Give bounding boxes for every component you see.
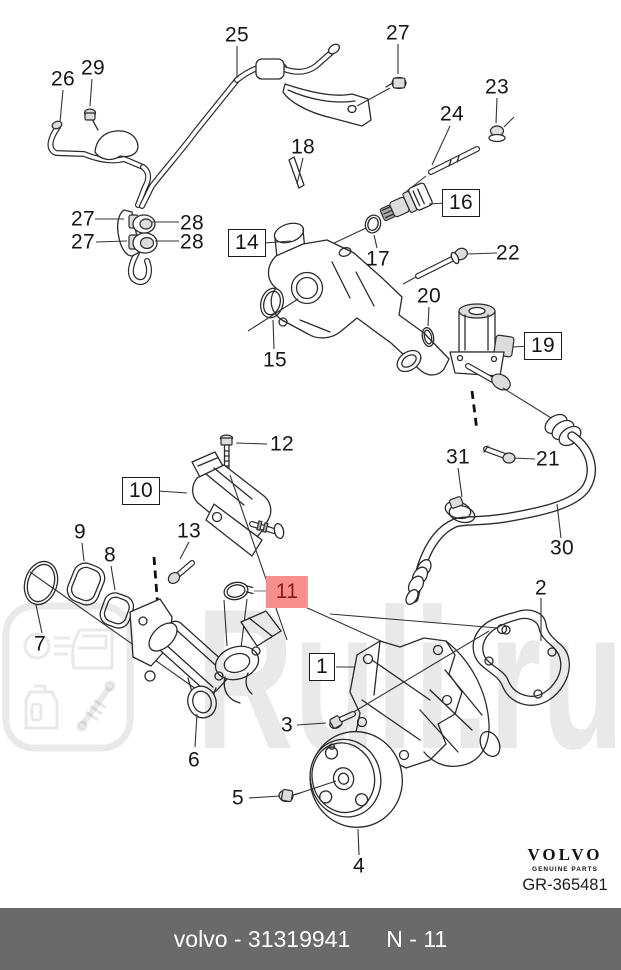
pipe-25-bracket — [234, 43, 407, 127]
callout-27[interactable]: 27 — [386, 21, 410, 45]
egr-cooler-6 — [129, 598, 232, 719]
callout-3[interactable]: 3 — [281, 713, 293, 737]
callout-8[interactable]: 8 — [104, 543, 116, 567]
callout-23[interactable]: 23 — [485, 75, 509, 99]
brand-block: VOLVO GENUINE PARTS GR-365481 — [503, 845, 621, 895]
bolt-22 — [402, 247, 468, 285]
oring-17 — [364, 214, 382, 234]
shock-absorber-icon — [76, 680, 116, 732]
callout-19[interactable]: 19 — [524, 332, 562, 360]
callout-9[interactable]: 9 — [74, 520, 86, 544]
headlight-icon — [23, 632, 72, 660]
callout-17[interactable]: 17 — [366, 247, 390, 271]
footer-page-ref: N - 11 — [386, 925, 448, 952]
footer-part-number: volvo - 31319941 — [173, 925, 351, 952]
thermostat-housing-14 — [267, 222, 450, 376]
callout-12[interactable]: 12 — [270, 432, 294, 456]
bolt-29 — [83, 108, 99, 131]
callout-18[interactable]: 18 — [291, 135, 315, 159]
oring-15 — [259, 287, 285, 319]
diagram-line-art: Ruli.ru — [2, 43, 621, 856]
coolant-pipe-assembly — [47, 77, 240, 285]
oring-20 — [421, 326, 435, 348]
pin-18 — [288, 156, 305, 189]
cap-nut-23 — [488, 116, 515, 143]
coolant-valve-19 — [449, 303, 557, 422]
callout-4[interactable]: 4 — [353, 854, 365, 878]
pipe-mount-bracket — [282, 83, 372, 127]
car-door-icon — [71, 628, 114, 670]
wedge-bracket — [240, 610, 282, 647]
callout-24[interactable]: 24 — [440, 102, 464, 126]
callout-31[interactable]: 31 — [446, 445, 470, 469]
oring-11 — [223, 581, 254, 601]
hose-clamp-31 — [444, 496, 476, 524]
bolt-27-top — [385, 76, 407, 90]
callout-28[interactable]: 28 — [180, 230, 204, 254]
callout-16[interactable]: 16 — [442, 189, 480, 217]
callout-22[interactable]: 22 — [496, 241, 520, 265]
oil-canister-icon — [24, 684, 59, 730]
pipe-bracket-29 — [94, 130, 139, 161]
callout-11[interactable]: 11 — [265, 576, 309, 608]
coolant-pipe-flange — [214, 645, 261, 704]
callout-27[interactable]: 27 — [71, 207, 95, 231]
hose-30 — [405, 413, 596, 605]
callout-30[interactable]: 30 — [550, 536, 574, 560]
genuine-parts-label: GENUINE PARTS — [532, 866, 598, 873]
callout-26[interactable]: 26 — [51, 67, 75, 91]
seal-ring-7 — [23, 560, 59, 606]
pipe-end-26 — [51, 120, 63, 130]
footer-bar: volvo - 31319941 N - 11 — [0, 908, 621, 970]
callout-21[interactable]: 21 — [536, 447, 560, 471]
bolt-12 — [219, 434, 234, 473]
callout-28[interactable]: 28 — [180, 211, 204, 235]
volvo-logo: VOLVO — [527, 845, 603, 864]
solenoid-axis-line — [229, 474, 288, 641]
leader-lines — [35, 44, 562, 856]
sensor-16 — [379, 182, 433, 222]
watermark-logo-frame — [2, 602, 134, 752]
callout-13[interactable]: 13 — [177, 519, 201, 543]
seal-ring-9 — [66, 562, 106, 606]
callout-10[interactable]: 10 — [122, 477, 160, 505]
bolt-21 — [483, 445, 516, 464]
highlight-pointer-line — [302, 605, 384, 643]
graphic-reference: GR-365481 — [522, 876, 608, 894]
seal-axis-line — [29, 571, 197, 690]
bolt-3-axis-line — [351, 630, 490, 714]
callout-29[interactable]: 29 — [81, 56, 105, 80]
install-pointer-line — [329, 613, 499, 629]
callout-25[interactable]: 25 — [225, 23, 249, 47]
bolt-5 — [278, 780, 337, 803]
bolt-3 — [329, 711, 356, 730]
callout-27[interactable]: 27 — [71, 230, 95, 254]
pipe-fittings-27-28 — [117, 209, 158, 257]
pulley-4 — [309, 730, 403, 828]
callout-5[interactable]: 5 — [232, 786, 244, 810]
pipe-clip — [255, 58, 285, 80]
callout-20[interactable]: 20 — [417, 284, 441, 308]
callout-6[interactable]: 6 — [188, 748, 200, 772]
callout-15[interactable]: 15 — [263, 348, 287, 372]
callout-14[interactable]: 14 — [228, 229, 266, 257]
bolt-13 — [167, 560, 195, 585]
callout-2[interactable]: 2 — [535, 576, 547, 600]
solenoid-10 — [191, 451, 285, 557]
callout-7[interactable]: 7 — [34, 632, 46, 656]
callout-1[interactable]: 1 — [309, 653, 335, 681]
assembly-dashed-line-right — [470, 390, 479, 432]
